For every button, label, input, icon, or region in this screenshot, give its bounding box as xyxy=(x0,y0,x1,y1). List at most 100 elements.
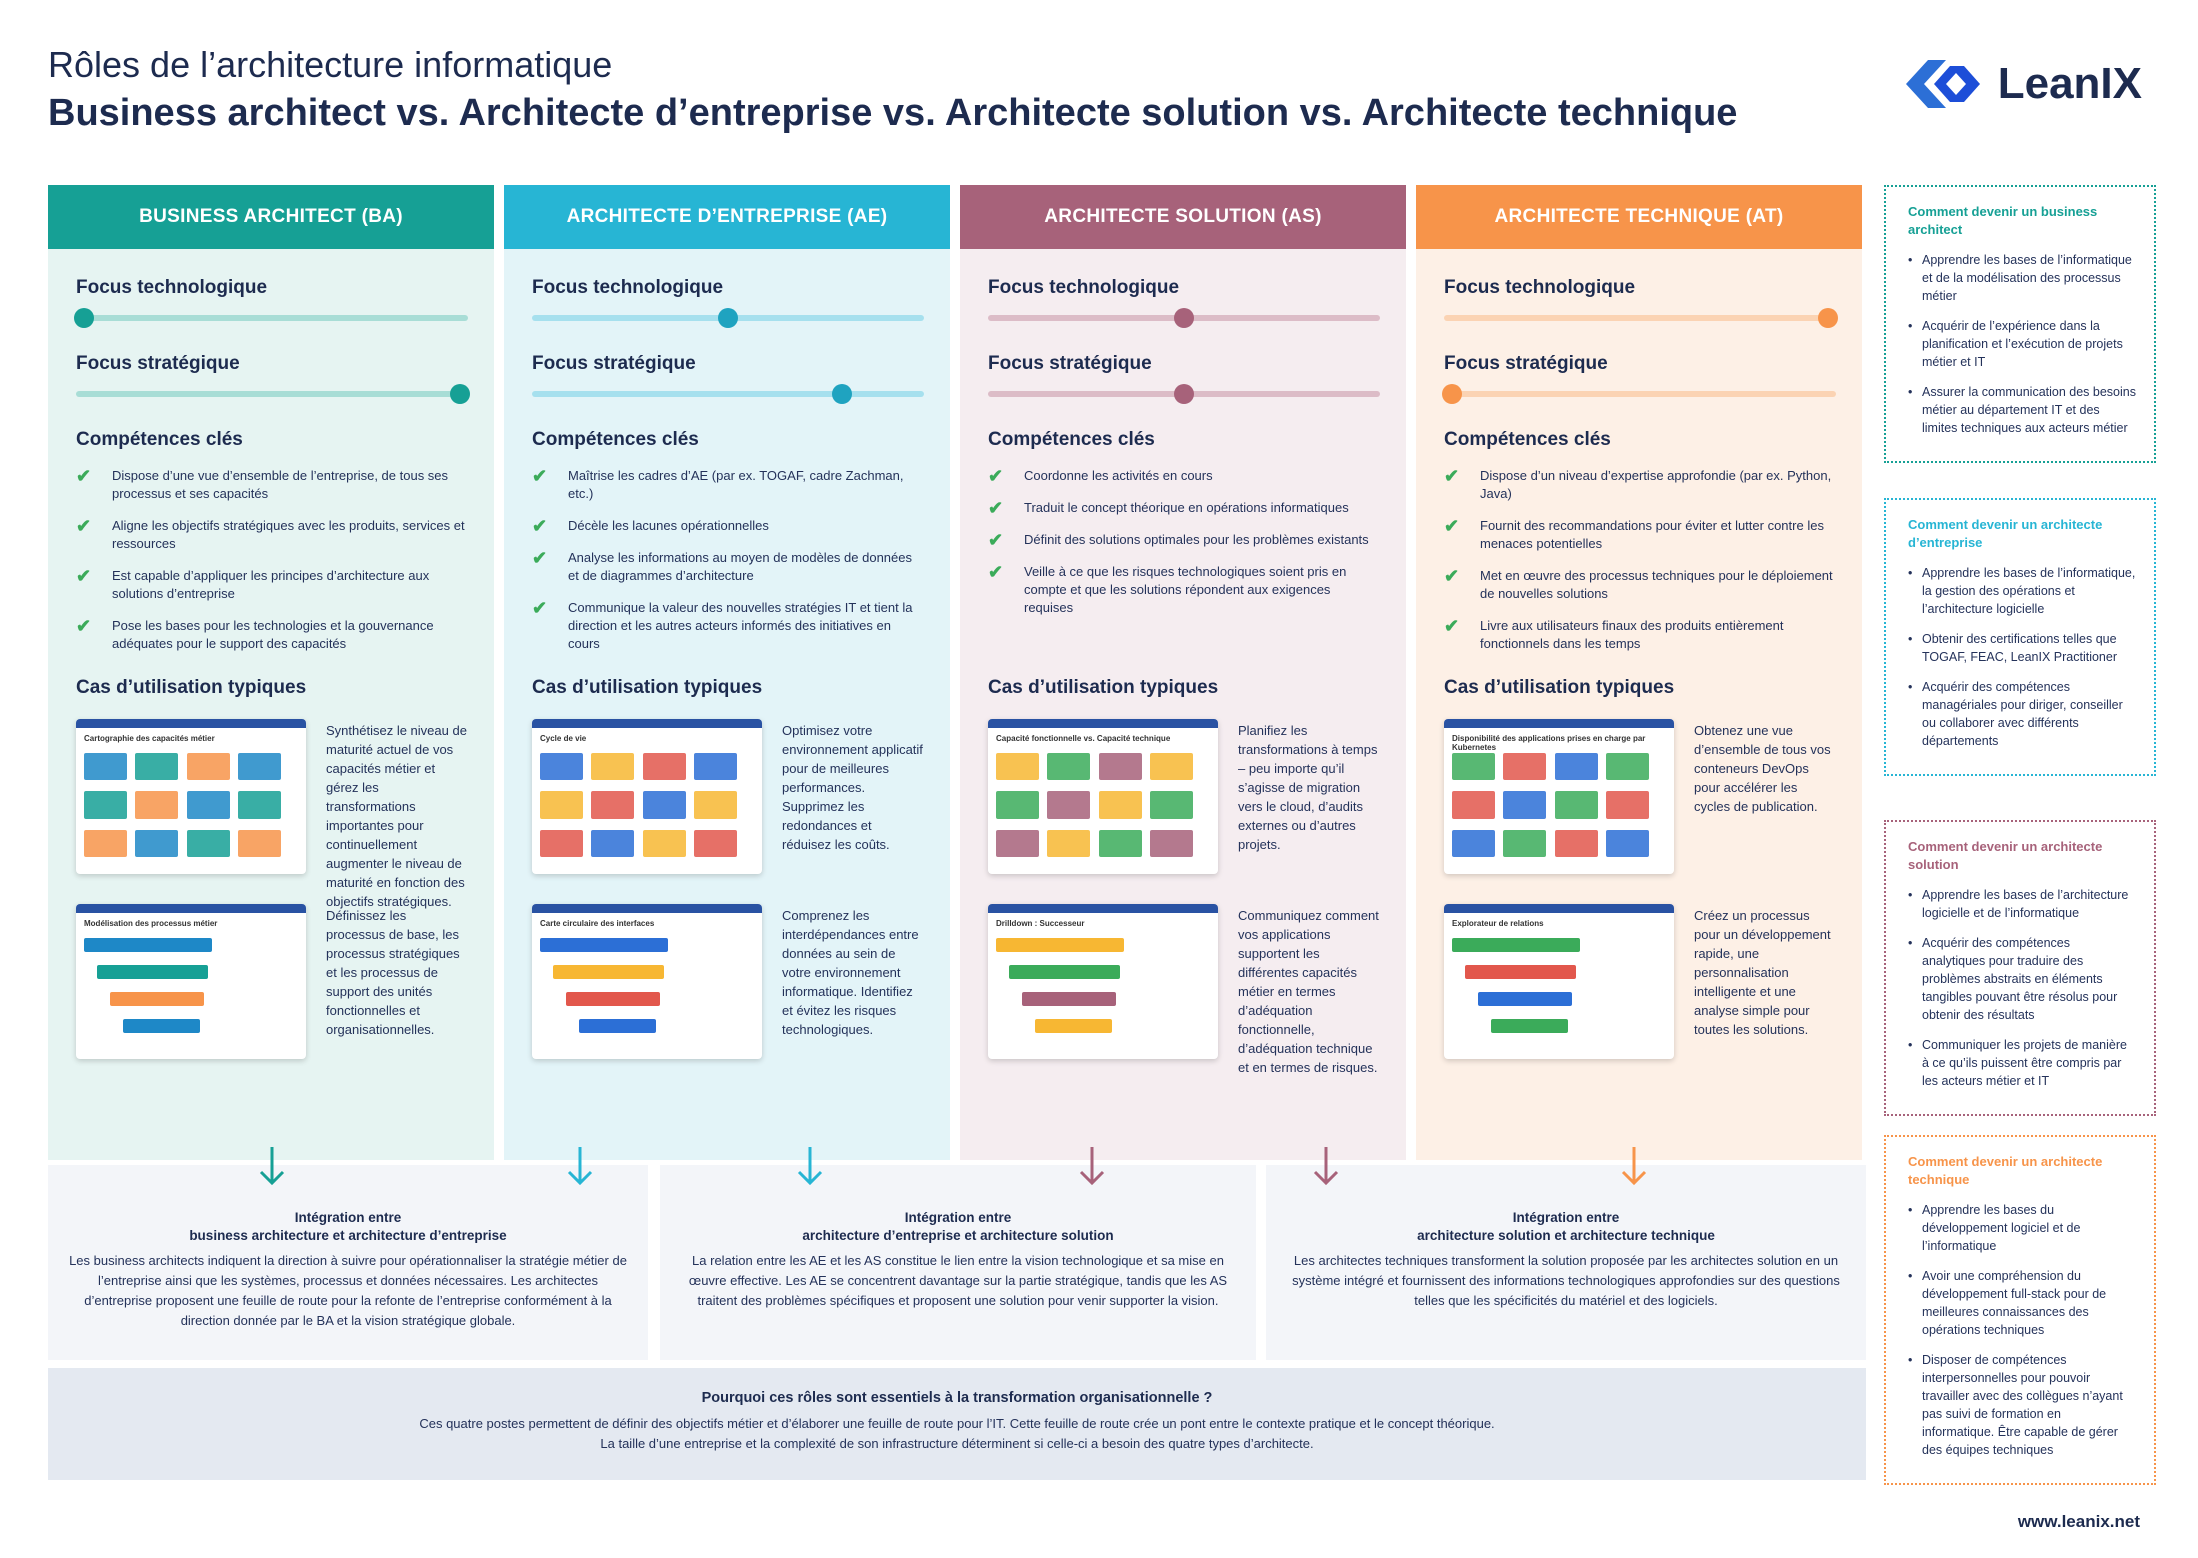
check-icon: ✔ xyxy=(988,530,1004,550)
howto-list: Apprendre les bases de l’informatique et… xyxy=(1908,251,2136,437)
why-line1: Ces quatre postes permettent de définir … xyxy=(419,1416,1495,1431)
down-arrow-icon xyxy=(259,1147,285,1186)
competence-text: Dispose d’un niveau d’expertise approfon… xyxy=(1480,468,1832,501)
slider-knob xyxy=(1174,384,1194,404)
howto-item: Obtenir des certifications telles que TO… xyxy=(1908,630,2136,666)
check-icon: ✔ xyxy=(76,566,92,586)
competence-text: Coordonne les activités en cours xyxy=(1024,468,1213,483)
check-icon: ✔ xyxy=(532,516,548,536)
tech-focus-slider xyxy=(73,308,468,328)
page-title: Business architect vs. Architecte d’entr… xyxy=(48,92,1738,134)
thumb-cell xyxy=(1503,791,1547,819)
thumb-graphic xyxy=(540,753,754,866)
use-case-thumbnail: Drilldown : Successeur xyxy=(988,904,1218,1059)
footer-url[interactable]: www.leanix.net xyxy=(2017,1512,2140,1531)
howto-list: Apprendre les bases de l’informatique, l… xyxy=(1908,564,2136,750)
thumb-cell xyxy=(84,753,127,781)
competence-text: Pose les bases pour les technologies et … xyxy=(112,618,434,651)
integration-body: La relation entre les AE et les AS const… xyxy=(688,1253,1228,1308)
leanix-logo: LeanIX xyxy=(1905,58,2142,110)
thumb-cell xyxy=(1606,753,1649,781)
competences-title: Compétences clés xyxy=(1444,429,1611,450)
howto-title: Comment devenir un architecte solution xyxy=(1908,839,2103,872)
thumb-cell xyxy=(135,829,179,857)
use-case-text: Communiquez comment vos applications sup… xyxy=(1238,908,1379,1075)
thumb-cell xyxy=(1452,753,1495,781)
thumb-bar xyxy=(1464,965,1577,979)
competence-item: ✔Maîtrise les cadres d’AE (par ex. TOGAF… xyxy=(532,467,924,503)
slider-track xyxy=(1444,391,1836,397)
role-header: BUSINESS ARCHITECT (BA) xyxy=(48,185,494,249)
check-icon: ✔ xyxy=(1444,516,1460,536)
thumb-cell xyxy=(996,753,1039,781)
competence-text: Aligne les objectifs stratégiques avec l… xyxy=(112,518,465,551)
thumb-cell xyxy=(1150,791,1193,819)
integration-title-1: Intégration entre xyxy=(1512,1210,1620,1225)
check-icon: ✔ xyxy=(988,498,1004,518)
howto-box-ae: Comment devenir un architecte d’entrepri… xyxy=(1884,498,2156,776)
competences-title: Compétences clés xyxy=(76,429,243,450)
use-case-thumbnail: Explorateur de relations xyxy=(1444,904,1674,1059)
use-case-text: Obtenez une vue d’ensemble de tous vos c… xyxy=(1694,723,1831,814)
competence-text: Fournit des recommandations pour éviter … xyxy=(1480,518,1824,551)
thumb-graphic xyxy=(996,753,1210,866)
competence-item: ✔Met en œuvre des processus techniques p… xyxy=(1444,567,1836,603)
check-icon: ✔ xyxy=(532,548,548,568)
thumb-bar xyxy=(552,965,665,979)
thumb-cell xyxy=(1606,791,1649,819)
thumb-bar xyxy=(565,992,660,1006)
thumb-title: Modélisation des processus métier xyxy=(84,919,218,928)
integration-title-1: Intégration entre xyxy=(904,1210,1012,1225)
thumb-cell xyxy=(238,829,281,857)
check-icon: ✔ xyxy=(532,598,548,618)
use-case-thumbnail: Capacité fonctionnelle vs. Capacité tech… xyxy=(988,719,1218,874)
thumb-window-bar xyxy=(532,719,762,732)
use-case-text: Comprenez les interdépendances entre don… xyxy=(782,908,919,1037)
howto-title: Comment devenir un architecte technique xyxy=(1908,1154,2103,1187)
use-case-thumbnail: Cartographie des capacités métier xyxy=(76,719,306,874)
thumb-cell xyxy=(1554,791,1598,819)
thumb-cell xyxy=(996,791,1039,819)
thumb-bar xyxy=(96,965,209,979)
competence-text: Livre aux utilisateurs finaux des produi… xyxy=(1480,618,1784,651)
why-title: Pourquoi ces rôles sont essentiels à la … xyxy=(701,1390,1213,1406)
thumb-title: Capacité fonctionnelle vs. Capacité tech… xyxy=(996,734,1171,743)
check-icon: ✔ xyxy=(76,516,92,536)
competence-text: Est capable d’appliquer les principes d’… xyxy=(112,568,430,601)
thumb-graphic xyxy=(84,753,298,866)
howto-item: Apprendre les bases de l’informatique et… xyxy=(1908,251,2136,305)
down-arrow-icon xyxy=(567,1147,593,1186)
thumb-title: Explorateur de relations xyxy=(1452,919,1544,928)
competence-item: ✔Dispose d’une vue d’ensemble de l’entre… xyxy=(76,467,468,503)
check-icon: ✔ xyxy=(988,562,1004,582)
thumb-title: Cycle de vie xyxy=(540,734,587,743)
logo-wordmark: LeanIX xyxy=(1997,59,2142,108)
slider-knob xyxy=(718,308,738,328)
integration-title-2: architecture solution et architecture te… xyxy=(1417,1228,1715,1243)
thumb-bar xyxy=(1008,965,1121,979)
thumb-cell xyxy=(1098,753,1142,781)
thumb-window-bar xyxy=(76,719,306,732)
competence-item: ✔Livre aux utilisateurs finaux des produ… xyxy=(1444,617,1836,653)
use-case-text: Planifiez les transformations à temps – … xyxy=(1238,723,1378,852)
thumb-cell xyxy=(694,829,737,857)
page-header: Rôles de l’architecture informatique Bus… xyxy=(48,44,1868,135)
thumb-graphic xyxy=(996,938,1210,1051)
competence-text: Met en œuvre des processus techniques po… xyxy=(1480,568,1833,601)
competence-text: Communique la valeur des nouvelles strat… xyxy=(568,600,913,651)
thumb-title: Cartographie des capacités métier xyxy=(84,734,215,743)
thumb-window-bar xyxy=(988,719,1218,732)
thumb-cell xyxy=(186,829,230,857)
thumb-cell xyxy=(1554,753,1598,781)
strategic-focus-label: Focus stratégique xyxy=(1444,353,1608,374)
thumb-window-bar xyxy=(532,904,762,917)
tech-focus-label: Focus technologique xyxy=(532,277,724,298)
thumb-cell xyxy=(1452,791,1495,819)
thumb-cell xyxy=(186,791,230,819)
competences-title: Compétences clés xyxy=(988,429,1155,450)
